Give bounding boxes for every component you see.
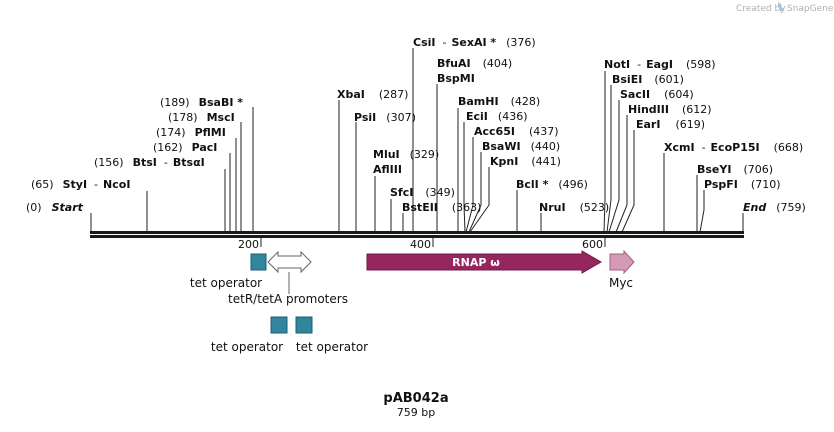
feature-tet-operator-3[interactable]: tet operator bbox=[295, 316, 368, 354]
site-xcmi: XcmI-EcoP15I(668) bbox=[664, 141, 803, 154]
feature-tet-operator-1[interactable]: tet operator bbox=[190, 253, 267, 290]
leader-noti bbox=[603, 71, 606, 233]
site-bseyi: BseYI(706) bbox=[697, 163, 773, 176]
site-bspmi: BspMI bbox=[437, 72, 475, 85]
site-paci: (162)PacI bbox=[153, 141, 217, 154]
end-site-label: End(759) bbox=[743, 201, 806, 214]
site-csii: CsiI-SexAI *(376) bbox=[413, 36, 536, 49]
site-noti: NotI-EagI(598) bbox=[604, 58, 716, 71]
plasmid-title-block: pAB042a 759 bp bbox=[383, 391, 448, 419]
leader-bsawi bbox=[468, 152, 482, 233]
feature-arrow[interactable] bbox=[609, 249, 635, 275]
features: tet operator tetR/tetA promoters RNAP ω … bbox=[190, 249, 635, 354]
leader-sacii bbox=[608, 100, 620, 233]
site-eari: EarI(619) bbox=[636, 118, 705, 131]
feature-tetr-teta-promoters[interactable]: tetR/tetA promoters bbox=[228, 250, 348, 306]
leader-ecii bbox=[463, 122, 466, 233]
leader-bsiei bbox=[606, 85, 612, 233]
start-site-label: (0) Start bbox=[26, 201, 84, 214]
feature-box[interactable] bbox=[270, 316, 288, 334]
ruler-label-600: 600 bbox=[582, 238, 603, 251]
site-psii: PsiI(307) bbox=[354, 111, 416, 124]
credit-text: Created by bbox=[736, 4, 786, 14]
feature-label: RNAP ω bbox=[452, 256, 500, 269]
feature-myc[interactable]: Myc bbox=[609, 249, 635, 290]
leader-eari bbox=[621, 130, 635, 233]
feature-rnap-omega[interactable]: RNAP ω bbox=[366, 250, 602, 274]
enzyme-labels-right: XbaI(287) PsiI(307) MluI(329) AflIII Sfc… bbox=[337, 36, 806, 214]
ruler-label-200: 200 bbox=[238, 238, 259, 251]
site-mlui: MluI(329) bbox=[373, 148, 439, 161]
site-xbai: XbaI(287) bbox=[337, 88, 408, 101]
feature-double-arrow[interactable] bbox=[267, 250, 312, 274]
leader-kpni bbox=[469, 167, 490, 233]
ruler-label-400: 400 bbox=[410, 238, 431, 251]
snapgene-logo-icon bbox=[778, 2, 784, 12]
feature-label: Myc bbox=[609, 276, 633, 290]
start-label: Start bbox=[52, 201, 84, 214]
site-bsteii: BstEII(363) bbox=[402, 201, 481, 214]
cut-site-leaders bbox=[90, 48, 744, 233]
plasmid-size: 759 bp bbox=[397, 406, 435, 419]
credit-brand: SnapGene bbox=[787, 4, 834, 14]
site-bsabi: (189)BsaBI * bbox=[160, 96, 243, 109]
site-acc65i: Acc65I(437) bbox=[474, 125, 559, 138]
feature-box[interactable] bbox=[295, 316, 313, 334]
site-bamhi: BamHI(428) bbox=[458, 95, 540, 108]
plasmid-name: pAB042a bbox=[383, 391, 448, 406]
leader-acc65i bbox=[465, 137, 474, 233]
site-ecii: EciI(436) bbox=[466, 110, 528, 123]
feature-label: tet operator bbox=[296, 340, 368, 354]
feature-label: tet operator bbox=[211, 340, 283, 354]
backbone-strand-bottom bbox=[90, 235, 744, 238]
snapgene-credit: Created by SnapGene bbox=[736, 2, 834, 14]
site-afliii: AflIII bbox=[373, 163, 402, 176]
feature-arrow[interactable] bbox=[366, 250, 602, 274]
start-pos: (0) bbox=[26, 201, 42, 214]
site-bcli: BclI *(496) bbox=[516, 178, 588, 191]
site-pflmi: (174)PflMI bbox=[156, 126, 226, 139]
dna-backbone bbox=[90, 231, 744, 238]
site-hindiii: HindIII(612) bbox=[628, 103, 712, 116]
leader-hindiii bbox=[615, 115, 628, 233]
site-bsiei: BsiEI(601) bbox=[612, 73, 684, 86]
feature-label: tet operator bbox=[190, 276, 262, 290]
site-nrui: NruI(523) bbox=[539, 201, 609, 214]
site-sfci: SfcI(349) bbox=[390, 186, 455, 199]
site-bfuai: BfuAI(404) bbox=[437, 57, 512, 70]
site-bsawi: BsaWI(440) bbox=[482, 140, 560, 153]
enzyme-labels-left: (0) Start (65)StyI-NcoI (156)BtsI-BtsαI (… bbox=[26, 96, 243, 214]
site-sacii: SacII(604) bbox=[620, 88, 694, 101]
site-btsi: (156)BtsI-BtsαI bbox=[94, 156, 205, 169]
ruler: 200 400 600 bbox=[238, 238, 606, 251]
backbone-strand-top bbox=[90, 231, 744, 234]
leader-pspfi bbox=[699, 190, 705, 233]
feature-tet-operator-2[interactable]: tet operator bbox=[211, 316, 288, 354]
feature-label: tetR/tetA promoters bbox=[228, 292, 348, 306]
site-pspfi: PspFI(710) bbox=[704, 178, 781, 191]
site-kpni: KpnI(441) bbox=[490, 155, 561, 168]
feature-box[interactable] bbox=[250, 253, 267, 271]
site-msci: (178)MscI bbox=[168, 111, 235, 124]
site-styi: (65)StyI-NcoI bbox=[31, 178, 130, 191]
